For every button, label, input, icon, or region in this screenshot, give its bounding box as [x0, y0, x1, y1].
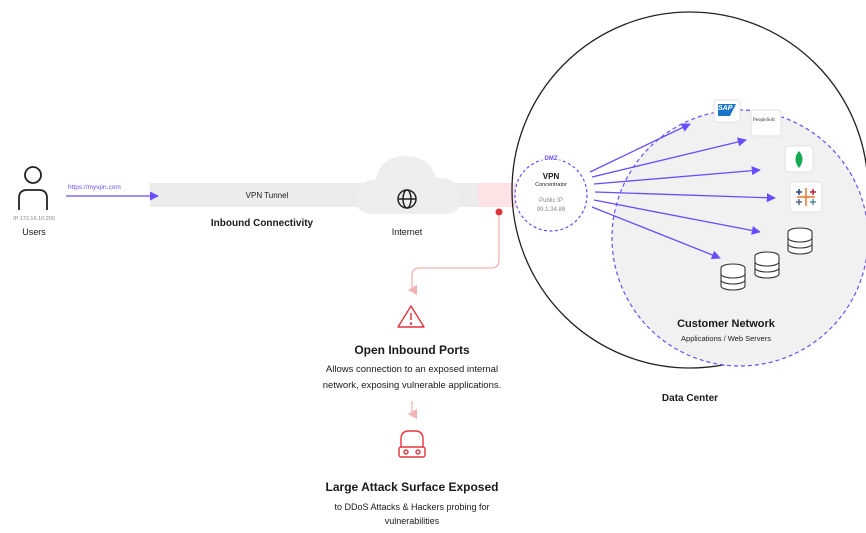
customer-network-title: Customer Network [677, 318, 775, 330]
users-label: Users [22, 227, 46, 237]
peoplesoft-logo-icon [750, 109, 782, 137]
attack-surface-line1: to DDoS Attacks & Hackers probing for [334, 502, 490, 512]
exposed-port-dot [495, 208, 503, 216]
attack-surface-line2: vulnerabilities [384, 516, 440, 526]
vpn-subtitle: Concentrator [535, 182, 567, 188]
vpn-tunnel-label: VPN Tunnel [245, 191, 289, 200]
public-ip-label: Public IP [539, 198, 563, 204]
vpn-title: VPN [542, 172, 560, 181]
database-icon [754, 251, 780, 279]
exposed-port-connector [407, 216, 500, 296]
user-icon [18, 166, 48, 210]
internet-cloud-icon [356, 156, 461, 214]
sap-logo-icon [713, 99, 741, 123]
attack-surface-title: Large Attack Surface Exposed [325, 480, 499, 494]
inbound-connectivity-label: Inbound Connectivity [210, 218, 314, 229]
customer-network-subtitle: Applications / Web Servers [681, 334, 771, 343]
data-center-label: Data Center [661, 393, 719, 404]
open-ports-line2: network, exposing vulnerable application… [322, 380, 502, 391]
vpn-url-link[interactable]: https://myvpn.com [68, 184, 121, 191]
user-ip: IP 172.16.10.200 [13, 216, 55, 222]
open-ports-line1: Allows connection to an exposed internal [325, 364, 499, 375]
dmz-tag: DMZ [542, 156, 560, 162]
vpn-tunnel-band [150, 183, 525, 207]
warning-icon [397, 305, 425, 328]
mongodb-logo-icon [784, 145, 814, 173]
database-icon [720, 263, 746, 291]
sap-logo-text: SAP [718, 105, 733, 112]
peoplesoft-logo-text: PeopleSoft [753, 118, 775, 123]
data-center-boundary [511, 11, 866, 369]
public-ip-value: 99.1.34.88 [536, 207, 566, 213]
dmz-boundary [514, 158, 588, 232]
internet-label: Internet [391, 227, 423, 237]
database-icon [787, 227, 813, 255]
globe-icon [397, 189, 417, 209]
tableau-logo-icon [789, 181, 823, 213]
hacker-icon [398, 430, 426, 458]
tunnel-red-segment [478, 183, 520, 207]
vpn-to-apps-arrows [589, 123, 776, 260]
open-ports-title: Open Inbound Ports [354, 343, 470, 357]
